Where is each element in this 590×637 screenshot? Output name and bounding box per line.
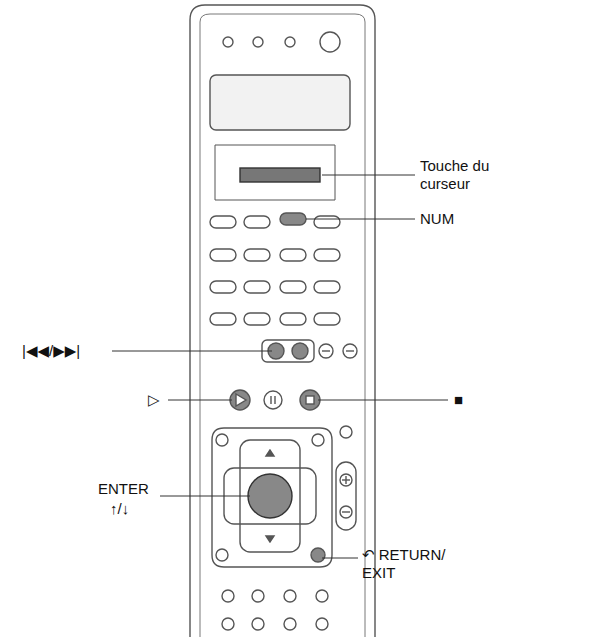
callout-label: |◀◀/▶▶|: [22, 342, 80, 360]
callout-label: ↑/↓: [110, 500, 129, 518]
callout-label: NUM: [420, 210, 454, 228]
cursor-key: [240, 168, 320, 182]
callout-label: Touche du curseur: [420, 157, 540, 193]
callout-label: ▷: [148, 391, 160, 409]
remote-body: [190, 5, 375, 637]
button-rows: [210, 213, 340, 325]
enter-button: [248, 474, 292, 518]
leader-lines: [112, 175, 448, 558]
callout-label: ■: [454, 391, 463, 409]
callout-label: ↶ RETURN/ EXIT: [362, 546, 462, 582]
callout-label: ENTER: [98, 480, 149, 498]
